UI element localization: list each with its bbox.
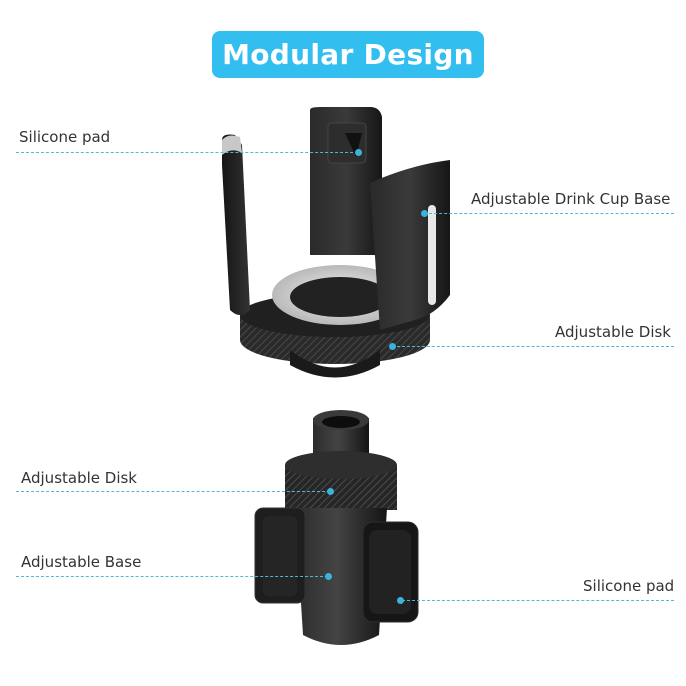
leader-dot-adjustable-base (325, 573, 332, 580)
leader-dot-silicone-pad-top (355, 149, 362, 156)
callout-label-adjustable-base: Adjustable Base (21, 553, 142, 571)
leader-line-drink-cup-base (424, 213, 674, 214)
leader-dot-adjustable-disk-top (389, 343, 396, 350)
leader-dot-silicone-pad-bottom (397, 597, 404, 604)
leader-dot-adjustable-disk-bottom (327, 488, 334, 495)
leader-line-adjustable-disk-bottom (16, 491, 330, 492)
title-badge: Modular Design (212, 31, 484, 78)
callout-label-adjustable-disk-top: Adjustable Disk (555, 323, 671, 341)
leader-line-adjustable-disk-top (392, 346, 674, 347)
callout-label-adjustable-disk-bottom: Adjustable Disk (21, 469, 137, 487)
callout-label-silicone-pad-bottom: Silicone pad (583, 577, 675, 595)
callout-label-drink-cup-base: Adjustable Drink Cup Base (471, 190, 671, 208)
leader-line-adjustable-base (16, 576, 328, 577)
leader-line-silicone-pad-top (16, 152, 358, 153)
leader-dot-drink-cup-base (421, 210, 428, 217)
callout-label-silicone-pad-top: Silicone pad (19, 128, 111, 146)
top-product-image (222, 107, 450, 378)
leader-line-silicone-pad-bottom (402, 600, 674, 601)
bottom-product-image (254, 410, 419, 645)
